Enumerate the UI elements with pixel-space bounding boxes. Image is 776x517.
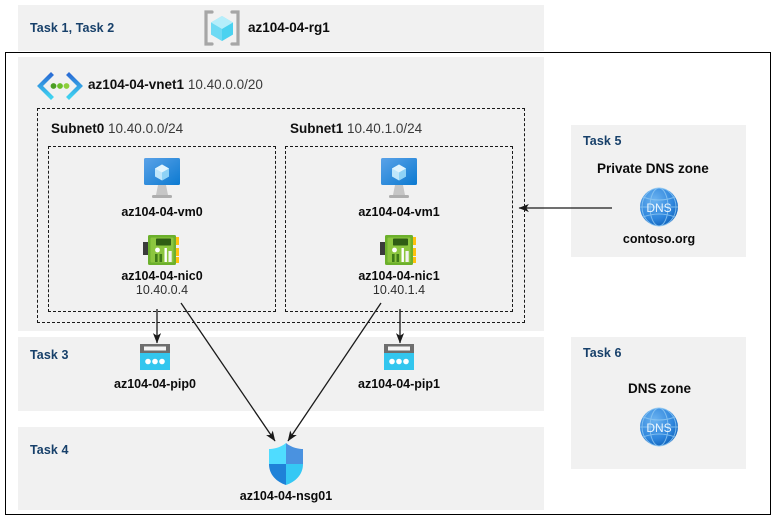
resource-group-name: az104-04-rg1 (248, 20, 330, 35)
vm1-label: az104-04-vm1 (358, 205, 440, 219)
nic1-ip: 10.40.1.4 (372, 283, 426, 297)
task-label-5: Task 5 (583, 134, 622, 148)
subnet1-name: Subnet1 (290, 121, 344, 136)
subnet0-header: Subnet0 10.40.0.0/24 (51, 121, 183, 136)
virtual-network-icon (36, 71, 84, 101)
task-label-4: Task 4 (30, 443, 69, 457)
vnet-panel (18, 57, 544, 331)
nsg-node[interactable]: az104-04-nsg01 (224, 441, 348, 503)
subnet1-header: Subnet1 10.40.1.0/24 (290, 121, 422, 136)
private-dns-title: Private DNS zone (597, 161, 709, 176)
task-label-3: Task 3 (30, 348, 69, 362)
subnet1-cidr: 10.40.1.0/24 (347, 121, 423, 136)
subnet1-box (285, 146, 513, 312)
nsg-label: az104-04-nsg01 (239, 489, 333, 503)
network-interface-icon (100, 233, 224, 267)
vm0-label: az104-04-vm0 (121, 205, 203, 219)
subnet0-cidr: 10.40.0.0/24 (108, 121, 184, 136)
virtual-machine-icon (100, 155, 224, 203)
public-ip-address-icon (93, 341, 217, 375)
pip1-label: az104-04-pip1 (358, 377, 440, 391)
public-ip-panel (18, 337, 544, 411)
dns-icon-text: DNS (646, 201, 671, 215)
public-dns-title: DNS zone (628, 381, 692, 396)
public-dns-node[interactable]: DNS (597, 404, 721, 450)
virtual-machine-icon (337, 155, 461, 203)
vnet-name: az104-04-vnet1 (88, 77, 185, 92)
vnet-cidr: 10.40.0.0/20 (187, 77, 263, 92)
private-dns-node[interactable]: DNS contoso.org (597, 184, 721, 246)
subnets-container (37, 108, 525, 323)
subnet0-name: Subnet0 (51, 121, 105, 136)
nic0-ip: 10.40.0.4 (135, 283, 189, 297)
resource-group-panel (18, 5, 544, 51)
public-dns-panel (571, 337, 746, 469)
dns-icon-text: DNS (646, 421, 671, 435)
nic0-label: az104-04-nic0 (121, 269, 203, 283)
vm0-node[interactable]: az104-04-vm0 (100, 155, 224, 219)
vm1-node[interactable]: az104-04-vm1 (337, 155, 461, 219)
nic0-node[interactable]: az104-04-nic0 10.40.0.4 (100, 233, 224, 298)
vnet-header: az104-04-vnet1 10.40.0.0/20 (88, 77, 263, 92)
private-dns-name: contoso.org (622, 232, 696, 246)
task-label-6: Task 6 (583, 346, 622, 360)
pip1-node[interactable]: az104-04-pip1 (337, 341, 461, 391)
network-security-group-shield-icon (224, 441, 348, 487)
dns-zone-globe-icon: DNS (597, 404, 721, 450)
dns-zone-globe-icon: DNS (597, 184, 721, 230)
network-interface-icon (337, 233, 461, 267)
nic1-node[interactable]: az104-04-nic1 10.40.1.4 (337, 233, 461, 298)
resource-group-icon (200, 9, 244, 47)
resource-group-border (5, 52, 771, 515)
nic1-label: az104-04-nic1 (358, 269, 440, 283)
pip0-node[interactable]: az104-04-pip0 (93, 341, 217, 391)
pip0-label: az104-04-pip0 (114, 377, 196, 391)
subnet0-box (48, 146, 276, 312)
task-label-1-2: Task 1, Task 2 (30, 21, 115, 35)
public-ip-address-icon (337, 341, 461, 375)
